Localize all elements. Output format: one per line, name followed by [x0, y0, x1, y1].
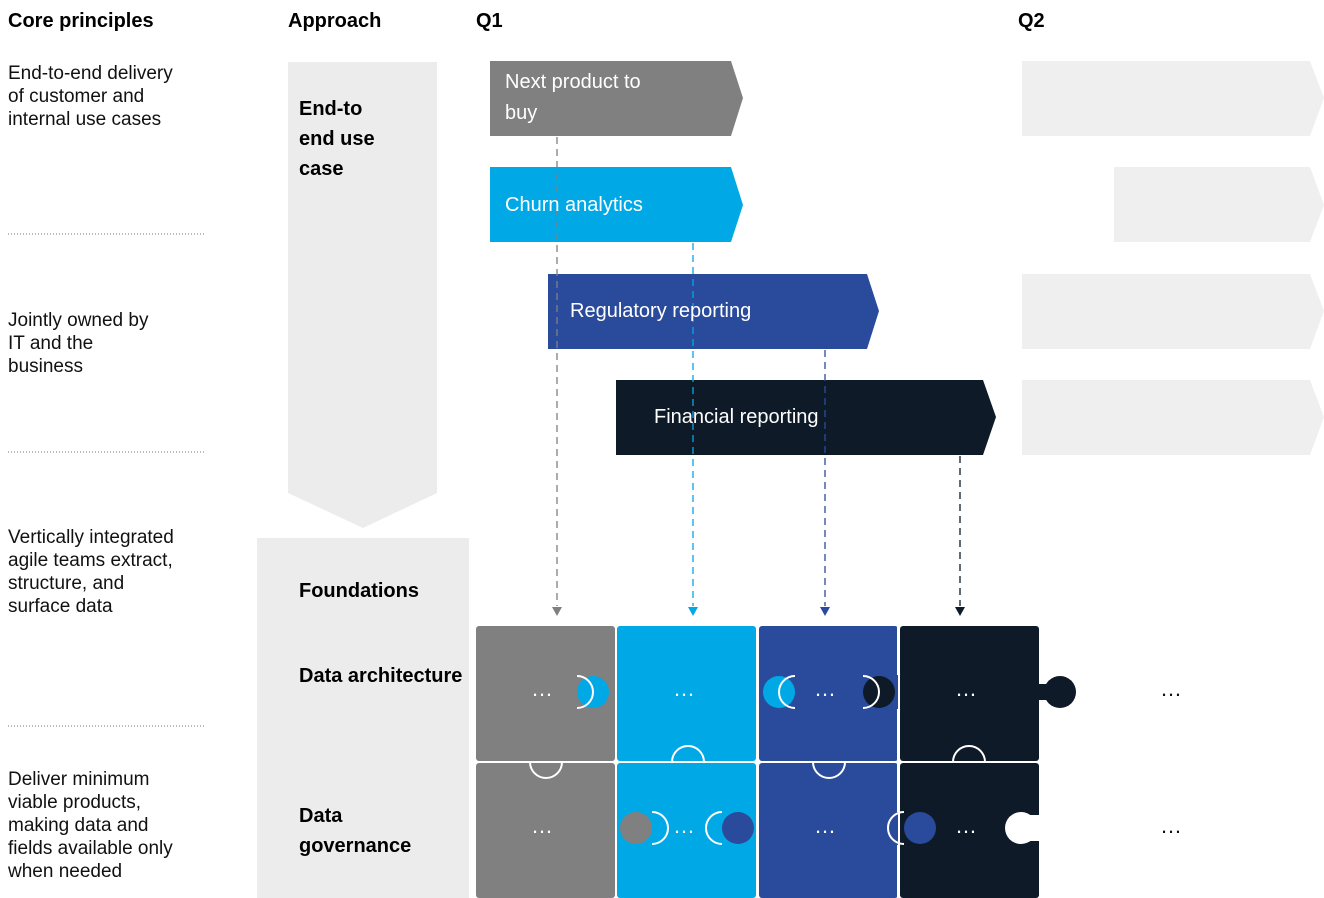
puzzle-gray-top: [476, 626, 615, 761]
approach-foundations: Foundations: [299, 580, 419, 602]
q2-placeholder-arrow-1: [1022, 61, 1324, 136]
puzzle-navy-top-text: …: [955, 676, 978, 701]
puzzle-blue-top-text: …: [814, 676, 837, 701]
connector-blue-head: [820, 607, 830, 616]
approach-arrow-panel: [288, 62, 437, 528]
header-core-principles: Core principles: [8, 10, 154, 32]
connector-navy-head: [955, 607, 965, 616]
header-approach: Approach: [288, 10, 382, 32]
use-case-label: Churn analytics: [505, 193, 643, 216]
puzzle-more-bottom-text: …: [1160, 813, 1183, 838]
approach-data-architecture: Data architecture: [299, 665, 463, 687]
approach-data-governance: Data governance: [299, 805, 412, 857]
q2-placeholder-arrow-2: [1114, 167, 1324, 242]
connector-cyan-head: [688, 607, 698, 616]
puzzle-gray-top-text: …: [531, 676, 554, 701]
q2-placeholder-arrow-3: [1022, 274, 1324, 349]
principle-3: Vertically integrated agile teams extrac…: [8, 527, 174, 617]
puzzle-cyan-top: [617, 626, 756, 761]
puzzle-gray-bottom: [476, 763, 615, 898]
connector-gray-head: [552, 607, 562, 616]
puzzle-cyan-bottom-text: …: [673, 813, 696, 838]
puzzle-cyan-bottom: [617, 763, 756, 898]
approach-use-case: End-to end use case: [299, 98, 375, 180]
use-case-label: Financial reporting: [654, 405, 819, 428]
use-case-label: Next product to buy: [505, 71, 641, 124]
use-case-churn-analytics: Churn analytics: [505, 168, 725, 242]
principle-1: End-to-end delivery of customer and inte…: [8, 63, 173, 130]
arrow-next-product: [490, 61, 743, 136]
arrow-regulatory: [548, 274, 879, 349]
use-case-next-product-to-buy: Next product to buy: [505, 61, 675, 135]
principle-4: Deliver minimum viable products, making …: [8, 769, 173, 882]
header-q1: Q1: [476, 10, 503, 32]
use-case-label: Regulatory reporting: [570, 299, 752, 322]
arrow-financial: [616, 380, 996, 455]
puzzle-blue-bottom-text: …: [814, 813, 837, 838]
puzzle-blue-bottom: [759, 763, 898, 898]
puzzle-navy-bottom-text: …: [955, 813, 978, 838]
puzzle-more-top-text: …: [1160, 676, 1183, 701]
puzzle-cyan-top-text: …: [673, 676, 696, 701]
use-case-financial-reporting: Financial reporting: [654, 380, 954, 454]
foundations-panel: [257, 538, 469, 898]
principle-2: Jointly owned by IT and the business: [8, 310, 149, 377]
puzzle-gray-bottom-text: …: [531, 813, 554, 838]
arrow-churn: [490, 167, 743, 242]
q2-placeholder-arrow-4: [1022, 380, 1324, 455]
puzzle-blue-top: [759, 626, 898, 761]
puzzle-navy-top: [900, 626, 1039, 761]
use-case-regulatory-reporting: Regulatory reporting: [570, 274, 860, 348]
header-q2: Q2: [1018, 10, 1045, 32]
puzzle-navy-bottom: [900, 763, 1039, 898]
